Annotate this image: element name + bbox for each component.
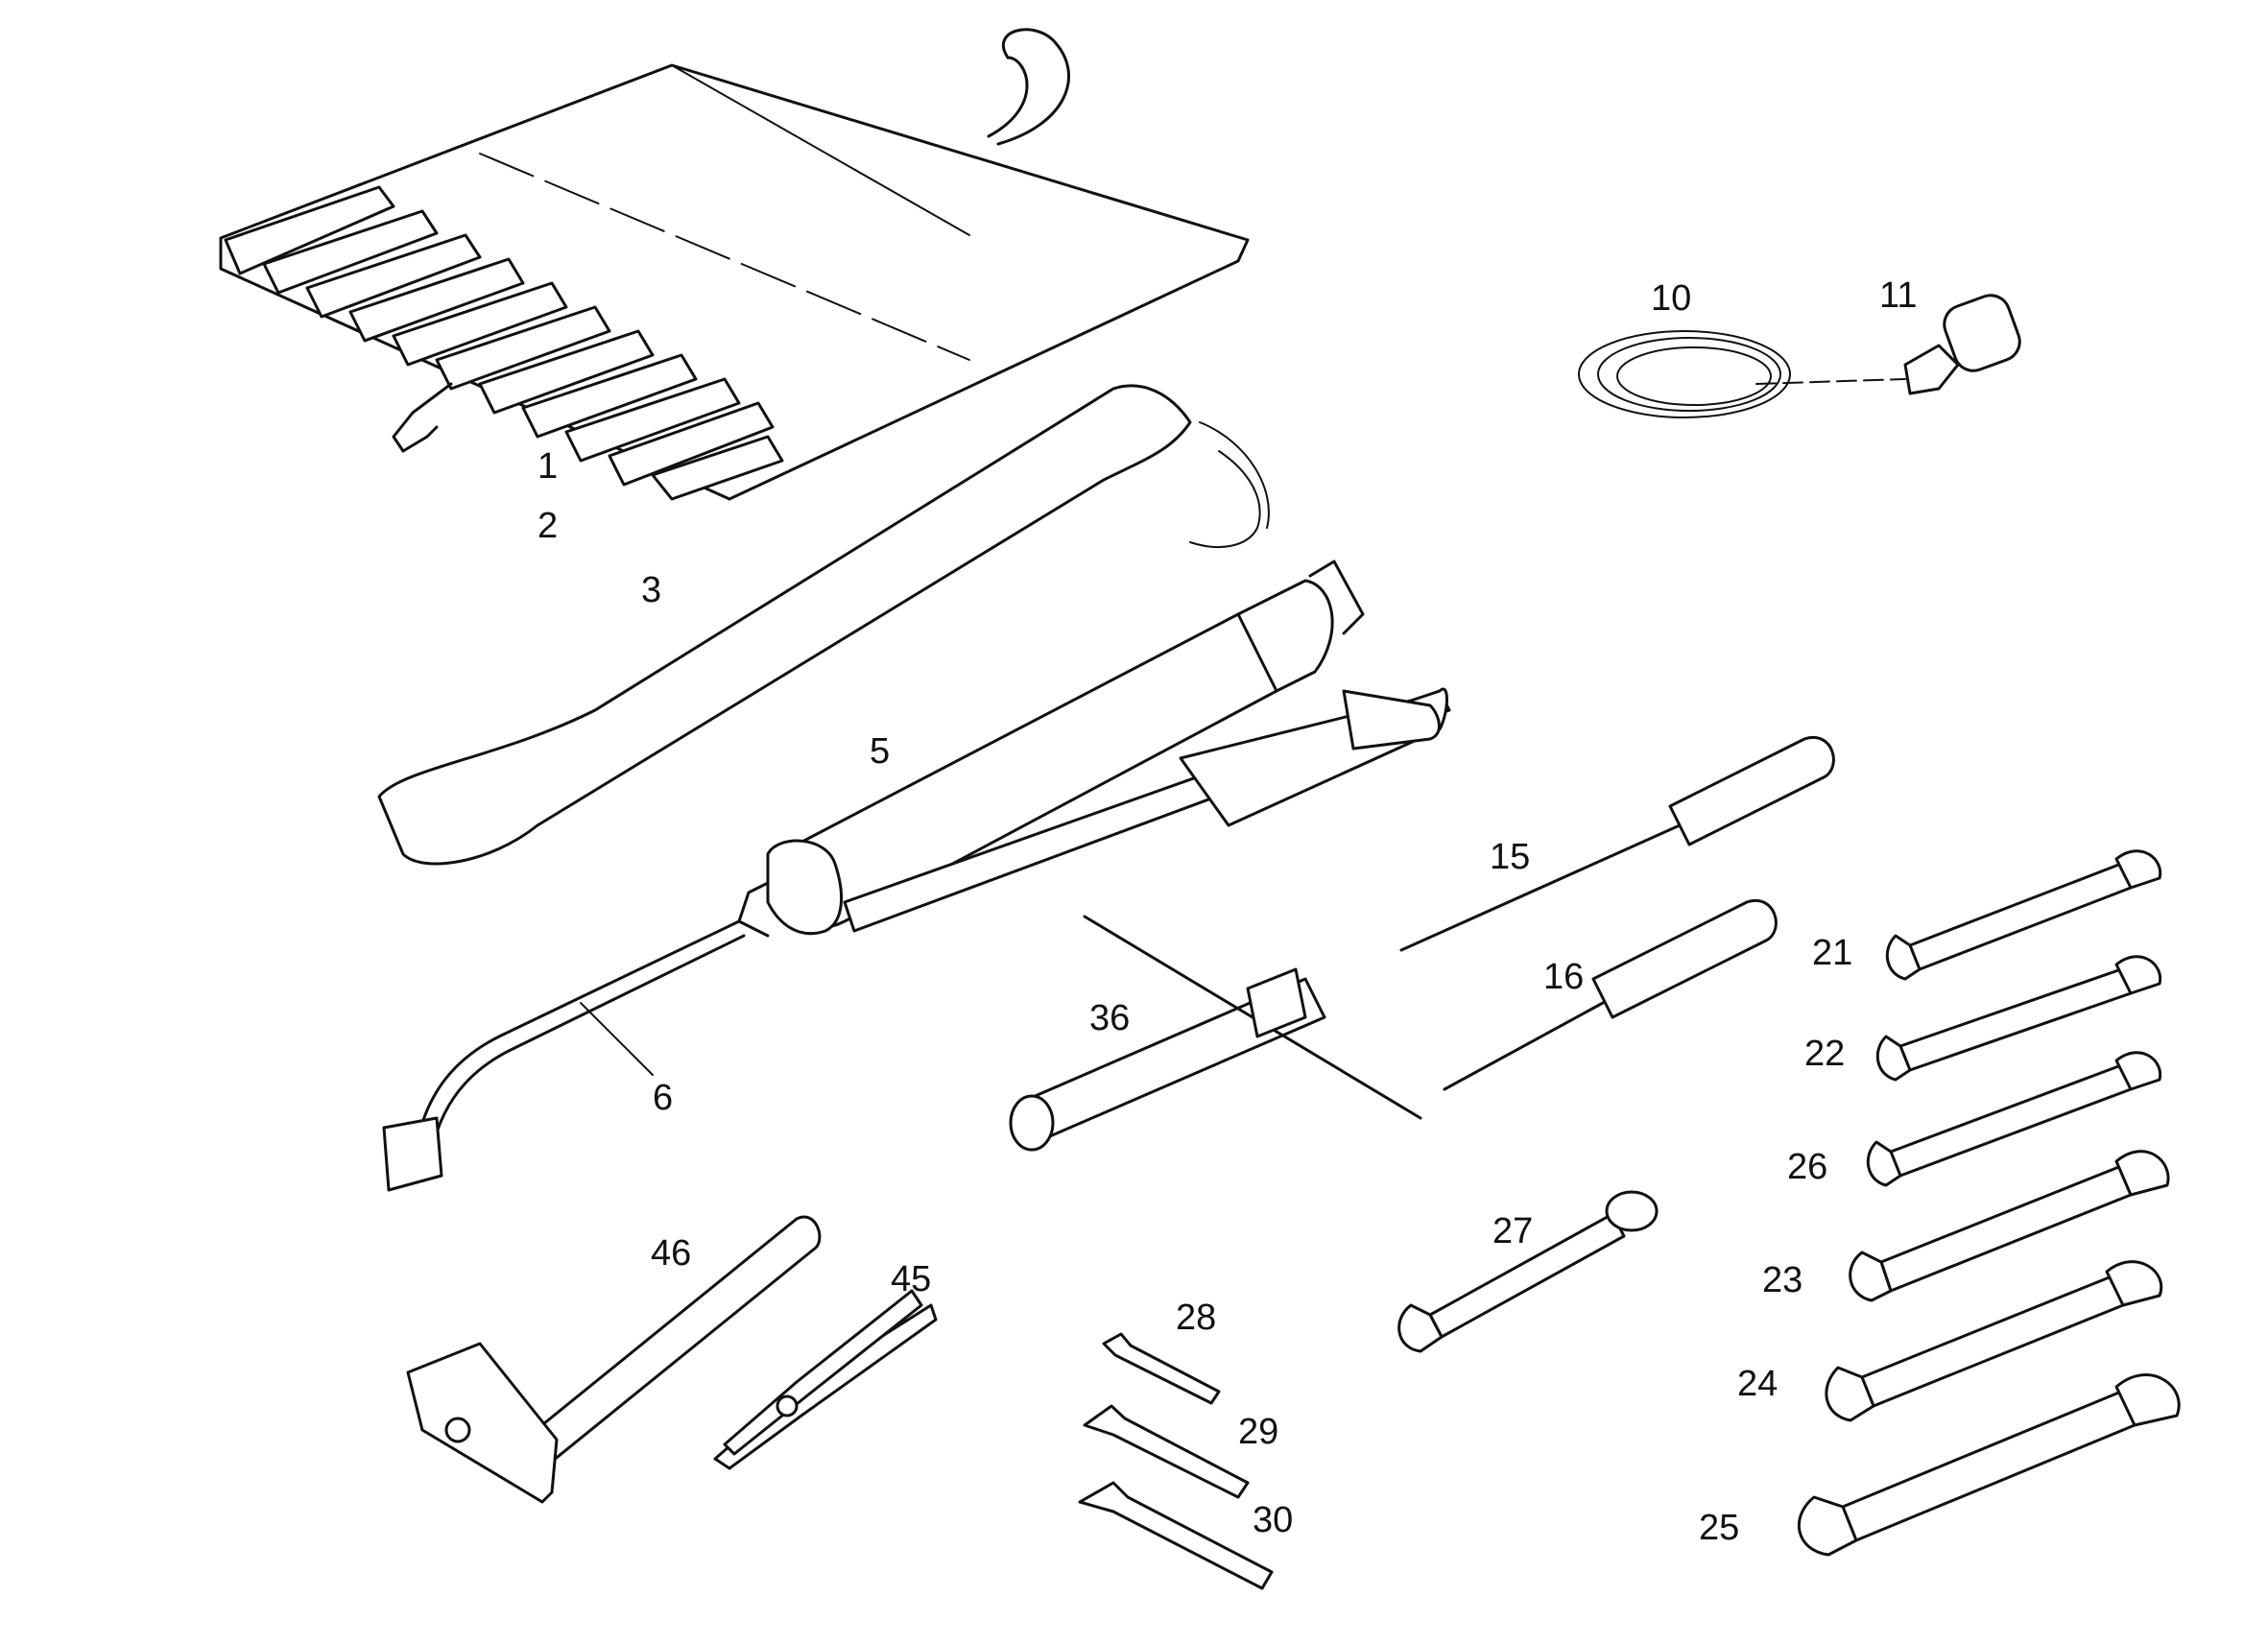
callout-27: 27 (1492, 1211, 1533, 1251)
tool-roll (219, 28, 1250, 501)
callout-labels: 1 2 3 5 6 10 11 15 16 21 22 26 23 24 25 … (537, 275, 1917, 1548)
callout-16: 16 (1543, 957, 1584, 997)
wrench-b (1875, 955, 2162, 1082)
flat-screwdriver (1399, 735, 1835, 952)
callout-25: 25 (1699, 1508, 1739, 1548)
grease-gun-nozzle (382, 1116, 443, 1192)
callout-29: 29 (1238, 1412, 1278, 1452)
combination-wrench (1397, 1190, 1659, 1353)
strap (392, 382, 453, 453)
callout-28: 28 (1176, 1298, 1216, 1338)
callout-24: 24 (1737, 1364, 1778, 1404)
allen-key-large (1078, 1481, 1274, 1590)
tool-bag (377, 384, 1270, 866)
callout-45: 45 (891, 1259, 931, 1299)
callout-22: 22 (1804, 1034, 1845, 1074)
cable (1578, 330, 1906, 418)
allen-key-small (1102, 1332, 1221, 1405)
callout-10: 10 (1651, 278, 1691, 319)
wrench-d (1849, 1150, 2170, 1302)
callout-26: 26 (1787, 1147, 1827, 1187)
wrench-c (1866, 1051, 2162, 1187)
wrench-a (1885, 849, 2162, 981)
callout-21: 21 (1812, 933, 1852, 973)
wrench-e (1825, 1260, 2163, 1422)
pliers (713, 1289, 938, 1470)
wrench-f (1798, 1373, 2181, 1557)
callout-11: 11 (1879, 275, 1917, 316)
leader-6 (580, 1002, 654, 1076)
callout-2: 2 (537, 506, 558, 546)
hammer (406, 1215, 822, 1504)
callout-1: 1 (537, 446, 558, 487)
phillips-screwdriver (1443, 898, 1778, 1091)
grease-gun (737, 560, 1451, 938)
socket-wrench (1009, 915, 1422, 1152)
callout-30: 30 (1253, 1500, 1293, 1540)
callout-46: 46 (651, 1233, 691, 1274)
callout-36: 36 (1089, 998, 1130, 1038)
cable-adapter (1903, 294, 2021, 395)
callout-5: 5 (870, 731, 890, 772)
grease-gun-hose (406, 919, 746, 1173)
callout-23: 23 (1762, 1260, 1802, 1300)
callout-3: 3 (641, 570, 661, 610)
allen-key-medium (1083, 1404, 1250, 1499)
callout-6: 6 (653, 1078, 673, 1118)
callout-15: 15 (1490, 837, 1530, 877)
